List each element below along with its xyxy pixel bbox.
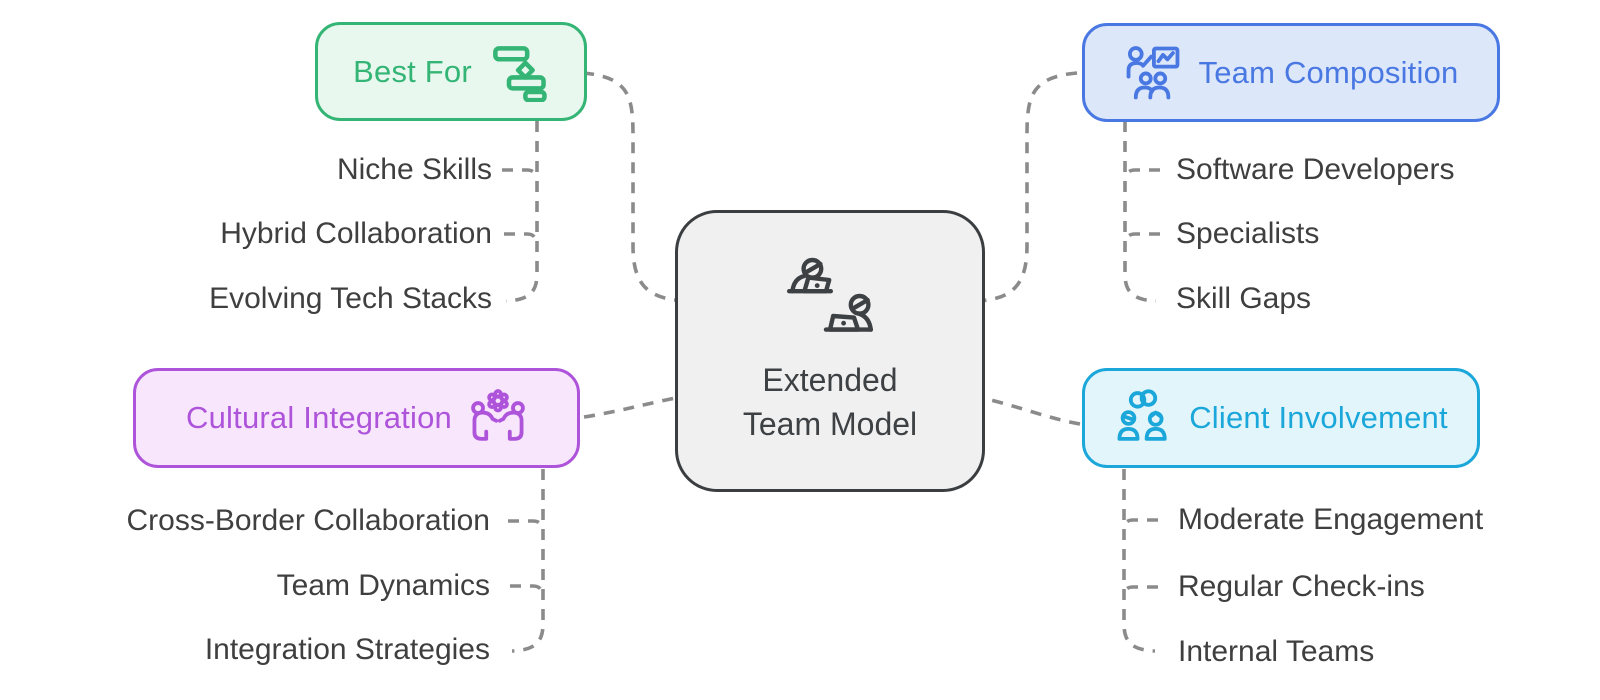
leaf-cross-border-collaboration: Cross-Border Collaboration bbox=[126, 504, 491, 537]
leaf-evolving-tech-stacks: Evolving Tech Stacks bbox=[209, 282, 492, 315]
connector-bestfor-center bbox=[582, 71, 687, 303]
connector-clientinvolvement-center bbox=[977, 395, 1081, 426]
leaf-team-dynamics: Team Dynamics bbox=[276, 569, 490, 602]
leaf-moderate-engagement: Moderate Engagement bbox=[1178, 503, 1484, 536]
rail-culturalintegration bbox=[511, 469, 545, 653]
connector-teamcomposition-center bbox=[977, 71, 1078, 303]
leaf-internal-teams: Internal Teams bbox=[1178, 635, 1375, 668]
node-client-involvement: Client Involvement bbox=[1082, 368, 1480, 468]
node-best-for: Best For bbox=[315, 22, 587, 121]
node-client-involvement-label: Client Involvement bbox=[1189, 400, 1448, 435]
node-team-composition-label: Team Composition bbox=[1198, 54, 1459, 90]
leaf-hybrid-collaboration: Hybrid Collaboration bbox=[220, 217, 492, 250]
presenter-whiteboard-team-icon bbox=[1126, 45, 1179, 99]
elbow-regular-checkins bbox=[1122, 585, 1158, 597]
elbow-hybrid-collaboration bbox=[504, 232, 538, 244]
leaf-software-developers: Software Developers bbox=[1176, 153, 1455, 186]
node-cultural-integration-label: Cultural Integration bbox=[186, 400, 452, 435]
rail-teamcomposition bbox=[1123, 121, 1157, 303]
timeline-milestones-icon bbox=[492, 45, 547, 102]
elbow-software-developers bbox=[1124, 168, 1160, 180]
elbow-team-dynamics bbox=[510, 584, 544, 596]
rail-bestfor bbox=[505, 121, 539, 303]
center-title-line2: Team Model bbox=[742, 406, 918, 442]
rail-clientinvolvement bbox=[1122, 469, 1156, 653]
connector-culturalintegration-center bbox=[583, 394, 687, 419]
remote-team-laptops-icon bbox=[787, 257, 873, 332]
elbow-crossborder-collaboration bbox=[508, 519, 544, 531]
leaf-regular-checkins: Regular Check-ins bbox=[1178, 570, 1425, 603]
elbow-specialists bbox=[1124, 232, 1160, 244]
center-node-extended-team-model: Extended Team Model bbox=[675, 210, 985, 492]
node-best-for-label: Best For bbox=[353, 53, 472, 89]
leaf-skill-gaps: Skill Gaps bbox=[1176, 282, 1312, 315]
elbow-moderate-engagement bbox=[1122, 518, 1158, 530]
people-collaboration-flower-icon bbox=[471, 389, 525, 441]
leaf-integration-strategies: Integration Strategies bbox=[204, 633, 490, 666]
leaf-niche-skills: Niche Skills bbox=[336, 153, 492, 186]
node-cultural-integration: Cultural Integration bbox=[133, 368, 580, 468]
node-team-composition: Team Composition bbox=[1082, 23, 1500, 122]
elbow-niche-skills bbox=[502, 168, 538, 180]
linked-rings-people-icon bbox=[1117, 389, 1167, 441]
leaf-specialists: Specialists bbox=[1176, 217, 1320, 250]
center-title-line1: Extended bbox=[762, 362, 898, 398]
